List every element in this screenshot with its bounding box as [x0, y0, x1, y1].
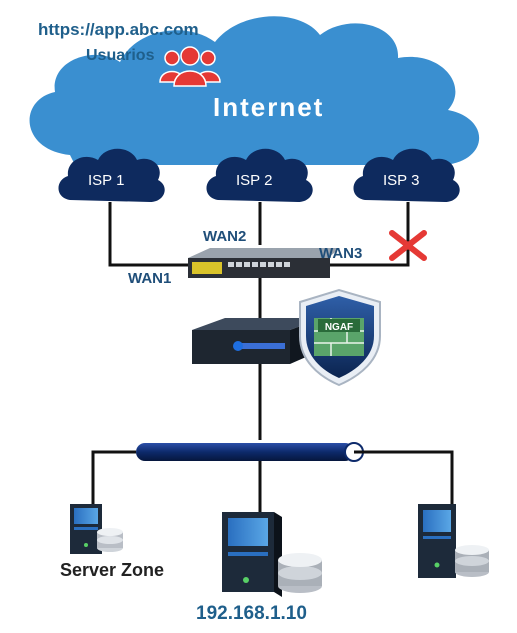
shield-badge-text: NGAF: [325, 322, 353, 333]
internet-label: Internet: [213, 92, 325, 122]
users-label: Usuarios: [86, 47, 155, 64]
wan3-label: WAN3: [319, 245, 363, 262]
wan-links: [108, 202, 410, 267]
isp-3-label: ISP 3: [383, 172, 420, 189]
isp-2-label: ISP 2: [236, 172, 273, 189]
server-icon: [222, 512, 282, 597]
isp-cloud-3: [353, 148, 460, 202]
wan1-label: WAN1: [128, 270, 172, 287]
x-mark-icon: [389, 230, 427, 261]
router-appliance: [188, 248, 340, 278]
server-links: [91, 450, 454, 514]
app-url-label: https://app.abc.com: [38, 20, 199, 39]
isp-cloud-1: [58, 148, 165, 202]
internet-cloud: [29, 16, 480, 166]
wan2-label: WAN2: [203, 228, 247, 245]
users-group-icon: [159, 46, 221, 87]
server-icon: [70, 504, 102, 554]
server-ip-label: 192.168.1.10: [196, 603, 307, 624]
shield-firewall-icon: [299, 288, 381, 387]
isp-1-label: ISP 1: [88, 172, 125, 189]
database-icon: [278, 553, 322, 593]
database-icon: [455, 545, 489, 577]
server-zone-label: Server Zone: [60, 560, 165, 580]
isp-cloud-2: [206, 148, 313, 202]
server-icon: [418, 504, 456, 578]
database-icon: [97, 528, 123, 552]
network-bus: [136, 442, 364, 462]
